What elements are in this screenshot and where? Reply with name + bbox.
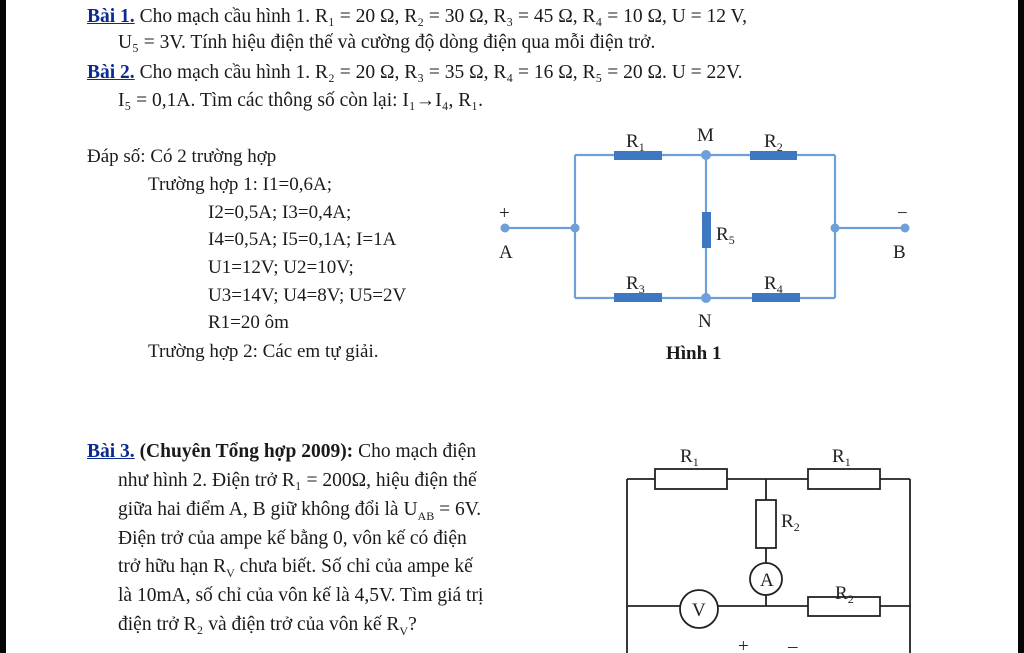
label-a: A [499, 242, 513, 263]
ammeter-icon [749, 562, 783, 596]
figure1-bridge-circuit: R1 R2 R3 R4 R5 M N A B + − [499, 125, 910, 332]
resistor-r1-left [654, 468, 728, 490]
resistor-r2 [750, 151, 797, 160]
label-r1: R1 [626, 131, 645, 154]
fig2-label-r2-bottom: R2 [835, 583, 854, 606]
label-r2: R2 [764, 131, 783, 154]
bai1-label: Bài 1. [87, 6, 135, 27]
bai2-line2: I₅ = 0,1A. Tìm các thông số còn lại: I₁→… [118, 90, 483, 111]
fig2-minus: – [787, 636, 798, 653]
ammeter-label: A [760, 570, 774, 591]
resistor-r2-vertical [755, 499, 777, 549]
figure1-resistors [614, 151, 800, 302]
bai3-line1: Bài 3. (Chuyên Tổng hợp 2009): Cho mạch … [87, 441, 477, 462]
fig2-label-r1-right: R1 [832, 446, 851, 469]
bai1-line1: Bài 1. Cho mạch cầu hình 1. R₁ = 20 Ω, R… [87, 4, 747, 30]
label-minus: − [897, 203, 908, 224]
resistor-r1 [614, 151, 662, 160]
resistor-r1-right [807, 468, 881, 490]
answer-line6: R1=20 ôm [208, 312, 289, 333]
bai2-label: Bài 2. [87, 62, 135, 83]
label-m: M [697, 125, 714, 146]
figure2-resistors [654, 468, 881, 617]
fig2-label-r1-left: R1 [680, 446, 699, 469]
answer-title: Đáp số: Có 2 trường hợp [87, 146, 277, 167]
bai3-line5: trở hữu hạn RV chưa biết. Số chỉ của amp… [118, 556, 473, 580]
answer-case2: Trường hợp 2: Các em tự giải. [148, 341, 379, 362]
fig2-label-r2-vertical: R2 [781, 511, 800, 534]
label-r3: R3 [626, 273, 645, 296]
bai3-line6: là 10mA, số chỉ của vôn kế là 4,5V. Tìm … [118, 585, 484, 606]
resistor-r2-bottom [807, 596, 881, 617]
resistor-r4 [752, 293, 800, 302]
answer-case1: Trường hợp 1: I1=0,6A; [148, 174, 332, 195]
bai3-title: (Chuyên Tổng hợp 2009): [134, 441, 354, 462]
voltmeter-icon [679, 589, 719, 629]
bai3-line4: Điện trở của ampe kế bằng 0, vôn kế có đ… [118, 528, 467, 549]
label-r5: R5 [716, 224, 735, 247]
right-edge-border [1018, 0, 1024, 653]
voltmeter-label: V [692, 600, 706, 621]
label-b: B [893, 242, 906, 263]
bai2-text1: Cho mạch cầu hình 1. R₂ = 20 Ω, R₃ = 35 … [134, 62, 743, 83]
bai3-label: Bài 3. [87, 441, 135, 462]
bai1-text1: Cho mạch cầu hình 1. R₁ = 20 Ω, R₂ = 30 … [134, 6, 747, 27]
answer-line4: U1=12V; U2=10V; [208, 257, 354, 278]
bai2-line1: Bài 2. Cho mạch cầu hình 1. R₂ = 20 Ω, R… [87, 60, 742, 86]
bai3-line3: giữa hai điểm A, B giữ không đổi là UAB … [118, 499, 482, 523]
resistor-r3 [614, 293, 662, 302]
resistor-r5 [702, 212, 711, 248]
fig2-plus: + [738, 636, 749, 653]
label-plus: + [499, 203, 510, 224]
figure2-wires [626, 478, 911, 653]
figure1-caption: Hình 1 [666, 343, 722, 364]
answer-line5: U3=14V; U4=8V; U5=2V [208, 285, 407, 306]
answer-line3: I4=0,5A; I5=0,1A; I=1A [208, 229, 397, 250]
label-n: N [698, 311, 712, 332]
bai3-line2: như hình 2. Điện trở R₁ = 200Ω, hiệu điệ… [118, 470, 477, 491]
left-edge-border [0, 0, 6, 653]
figure1-nodes [500, 150, 910, 303]
label-r4: R4 [764, 273, 783, 296]
bai3-line7: điện trở R₂ và điện trở của vôn kế RV? [118, 614, 417, 638]
bai1-line2: U₅ = 3V. Tính hiệu điện thế và cường độ … [118, 32, 656, 53]
figure2-circuit: R1 R1 R2 R2 A V + – [626, 446, 911, 653]
answer-line2: I2=0,5A; I3=0,4A; [208, 202, 352, 223]
